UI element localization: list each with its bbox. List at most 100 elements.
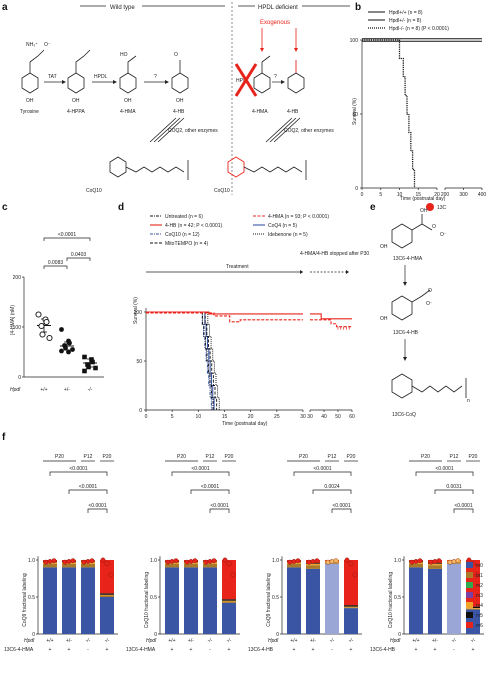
e-coq-n: n: [467, 398, 470, 404]
f-tracer-row-label: 13C6-4-HMA: [126, 647, 156, 653]
mol-4-hb: 4-HB: [173, 109, 185, 115]
f-genotype-label: -/-: [86, 638, 91, 644]
c-xlabel-prefix: Hpdl: [10, 387, 21, 393]
c-pvalue: 0.0083: [48, 260, 64, 266]
f-bar-m0: [43, 567, 57, 634]
panel-d-survival: Survival (%) Time (postnatal day) Treatm…: [133, 214, 369, 427]
d-treatment-arrowhead: [300, 270, 303, 274]
f-ytick-label: 1.0: [394, 558, 401, 564]
f-data-dot: [344, 557, 350, 563]
f-data-dot: [173, 558, 179, 564]
c-pvalue: <0.0001: [58, 232, 76, 238]
f-legend-swatch-m3: [466, 592, 473, 598]
c-point: [39, 331, 46, 338]
hma-ring-deficient: [253, 72, 271, 94]
f-data-dot: [192, 558, 198, 564]
d-xtick-label: 0: [145, 414, 148, 420]
f-bar-m0: [447, 563, 461, 634]
f-age-label: P20: [469, 454, 478, 460]
d-xtick-label: 30: [307, 414, 313, 420]
f-ytick-label: 0: [32, 632, 35, 638]
f-bar-m0: [203, 567, 217, 634]
f-ytick-label: 1.0: [150, 558, 157, 564]
d-legend-label-0: Untreated (n = 6): [165, 214, 203, 220]
f-bar-m0: [184, 567, 198, 634]
f-data-dot: [287, 559, 293, 565]
b-xtick-label: 200: [441, 192, 450, 198]
f-bar-m5: [344, 605, 358, 607]
d-ytick-label: 50: [136, 359, 142, 365]
d-xtick-label: 25: [274, 414, 280, 420]
f-genotype-label: -/-: [227, 638, 232, 644]
exo-arrowhead-1: [260, 48, 264, 52]
f-tracer-label: +: [49, 647, 52, 653]
d-xtick-label: 10: [196, 414, 202, 420]
e-hma-ominus: O⁻: [440, 232, 447, 238]
f-hpdl-row-label: Hpdl: [24, 638, 35, 644]
mol-tyrosine: Tyrosine: [20, 109, 39, 115]
f-data-dot: [47, 559, 53, 564]
f-data-dot: [325, 559, 331, 565]
e-hma-chain: [411, 214, 433, 231]
f-bar-m0: [306, 568, 320, 634]
f-data-dot: [108, 572, 114, 578]
f-bracket: [453, 508, 474, 513]
oh-text-3: OH: [124, 98, 132, 104]
f-data-dot: [417, 558, 423, 564]
f-ylabel: CoQ9 fractional labeling: [22, 573, 28, 627]
b-legend-1: Hpdl+/+ (n = 8): [389, 10, 423, 16]
f-data-dot: [295, 558, 301, 564]
f-data-dot: [211, 558, 217, 564]
f-data-dot: [432, 559, 438, 564]
b-series-line-2: [362, 39, 416, 188]
e-mol-coq: 13C6-CoQ: [392, 412, 416, 418]
enzyme-q1: ?: [154, 74, 157, 80]
panel-label-b: b: [355, 2, 361, 13]
e-arrowhead-2: [403, 357, 407, 361]
f-data-dot: [306, 559, 312, 565]
red-cross-2: [234, 63, 258, 97]
enzyme-tat: TAT: [48, 74, 57, 80]
f-data-dot: [409, 559, 415, 565]
c-pvalue: 0.0403: [71, 252, 87, 258]
f-bracket: [209, 508, 230, 513]
f-bar-m6: [100, 560, 114, 594]
f-bar-m1: [222, 601, 236, 603]
b-ytick-label: 50: [352, 112, 358, 118]
f-tracer-label: +: [350, 647, 353, 653]
f-pvalue: <0.0001: [88, 503, 106, 509]
c-bracket: [43, 265, 68, 269]
d-curve-4hb: [146, 311, 303, 315]
arrowhead-q1: [165, 80, 169, 84]
panel-e-isotope: 13C OH OH O O⁻ 13C6-4-HMA OH O O⁻ 13C6-4…: [380, 203, 470, 418]
f-hpdl-row-label: Hpdl: [146, 638, 157, 644]
f-bar-m1: [100, 595, 114, 597]
f-data-dot: [62, 559, 68, 565]
f-bar-m0: [81, 567, 95, 634]
d-xtick-label: 20: [248, 414, 254, 420]
f-pvalue: <0.0001: [332, 503, 350, 509]
f-pvalue: <0.0001: [79, 484, 97, 490]
f-ytick-label: 0.5: [150, 595, 157, 601]
arrows-down-wt: [149, 117, 185, 143]
c-point: [59, 327, 64, 332]
d-legend-label-6: Idebenone (n = 5): [268, 232, 308, 238]
f-bar-m4: [306, 563, 320, 566]
c-ytick-label: 100: [13, 325, 22, 331]
f-hpdl-row-label: Hpdl: [268, 638, 279, 644]
e-hb-chain: [411, 289, 431, 303]
tyrosine-ring: [21, 72, 39, 94]
f-genotype-label: +/+: [168, 638, 175, 644]
f-legend-label-m1: m1: [476, 573, 483, 579]
f-tracer-label: +: [415, 647, 418, 653]
f-bracket: [49, 471, 108, 476]
panel-a-pathway: Wild type HPDL deficient NH₃⁺ O⁻ OH OH O…: [20, 2, 350, 195]
f-data-dot: [100, 557, 106, 563]
f-ytick-label: 0.5: [272, 595, 279, 601]
f-data-dot: [291, 559, 297, 564]
mol-4-hma: 4-HMA: [120, 109, 136, 115]
f-tracer-label: -: [87, 647, 89, 653]
exo-arrowhead-2: [294, 48, 298, 52]
f-bar-m1: [428, 565, 442, 569]
